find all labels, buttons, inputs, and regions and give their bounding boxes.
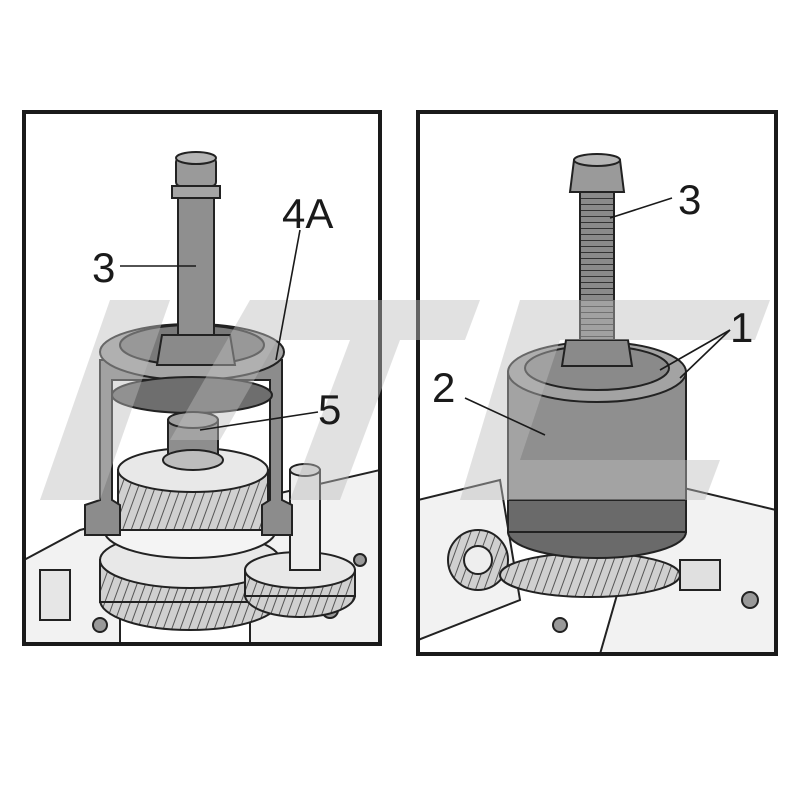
- label-cup-body-2: 2: [432, 364, 455, 411]
- gear-stack: [99, 447, 356, 631]
- jtc-watermark: [40, 300, 770, 500]
- label-adapter-4a: 4A: [282, 190, 333, 237]
- label-bolt-left: 3: [92, 244, 115, 291]
- left-panel-frame: [22, 110, 382, 646]
- label-shaft-5: 5: [318, 386, 341, 433]
- right-panel: [418, 112, 776, 654]
- leader-lines: [120, 197, 731, 436]
- shaft-5: [162, 411, 224, 471]
- label-cup-rim-1: 1: [730, 304, 753, 351]
- left-panel: [24, 112, 380, 644]
- puller-cup-2: [507, 341, 687, 559]
- label-bolt-right: 3: [678, 176, 701, 223]
- bolt-3-left: [155, 151, 237, 366]
- bolt-3-right: [560, 153, 634, 367]
- right-panel-frame: [416, 110, 778, 656]
